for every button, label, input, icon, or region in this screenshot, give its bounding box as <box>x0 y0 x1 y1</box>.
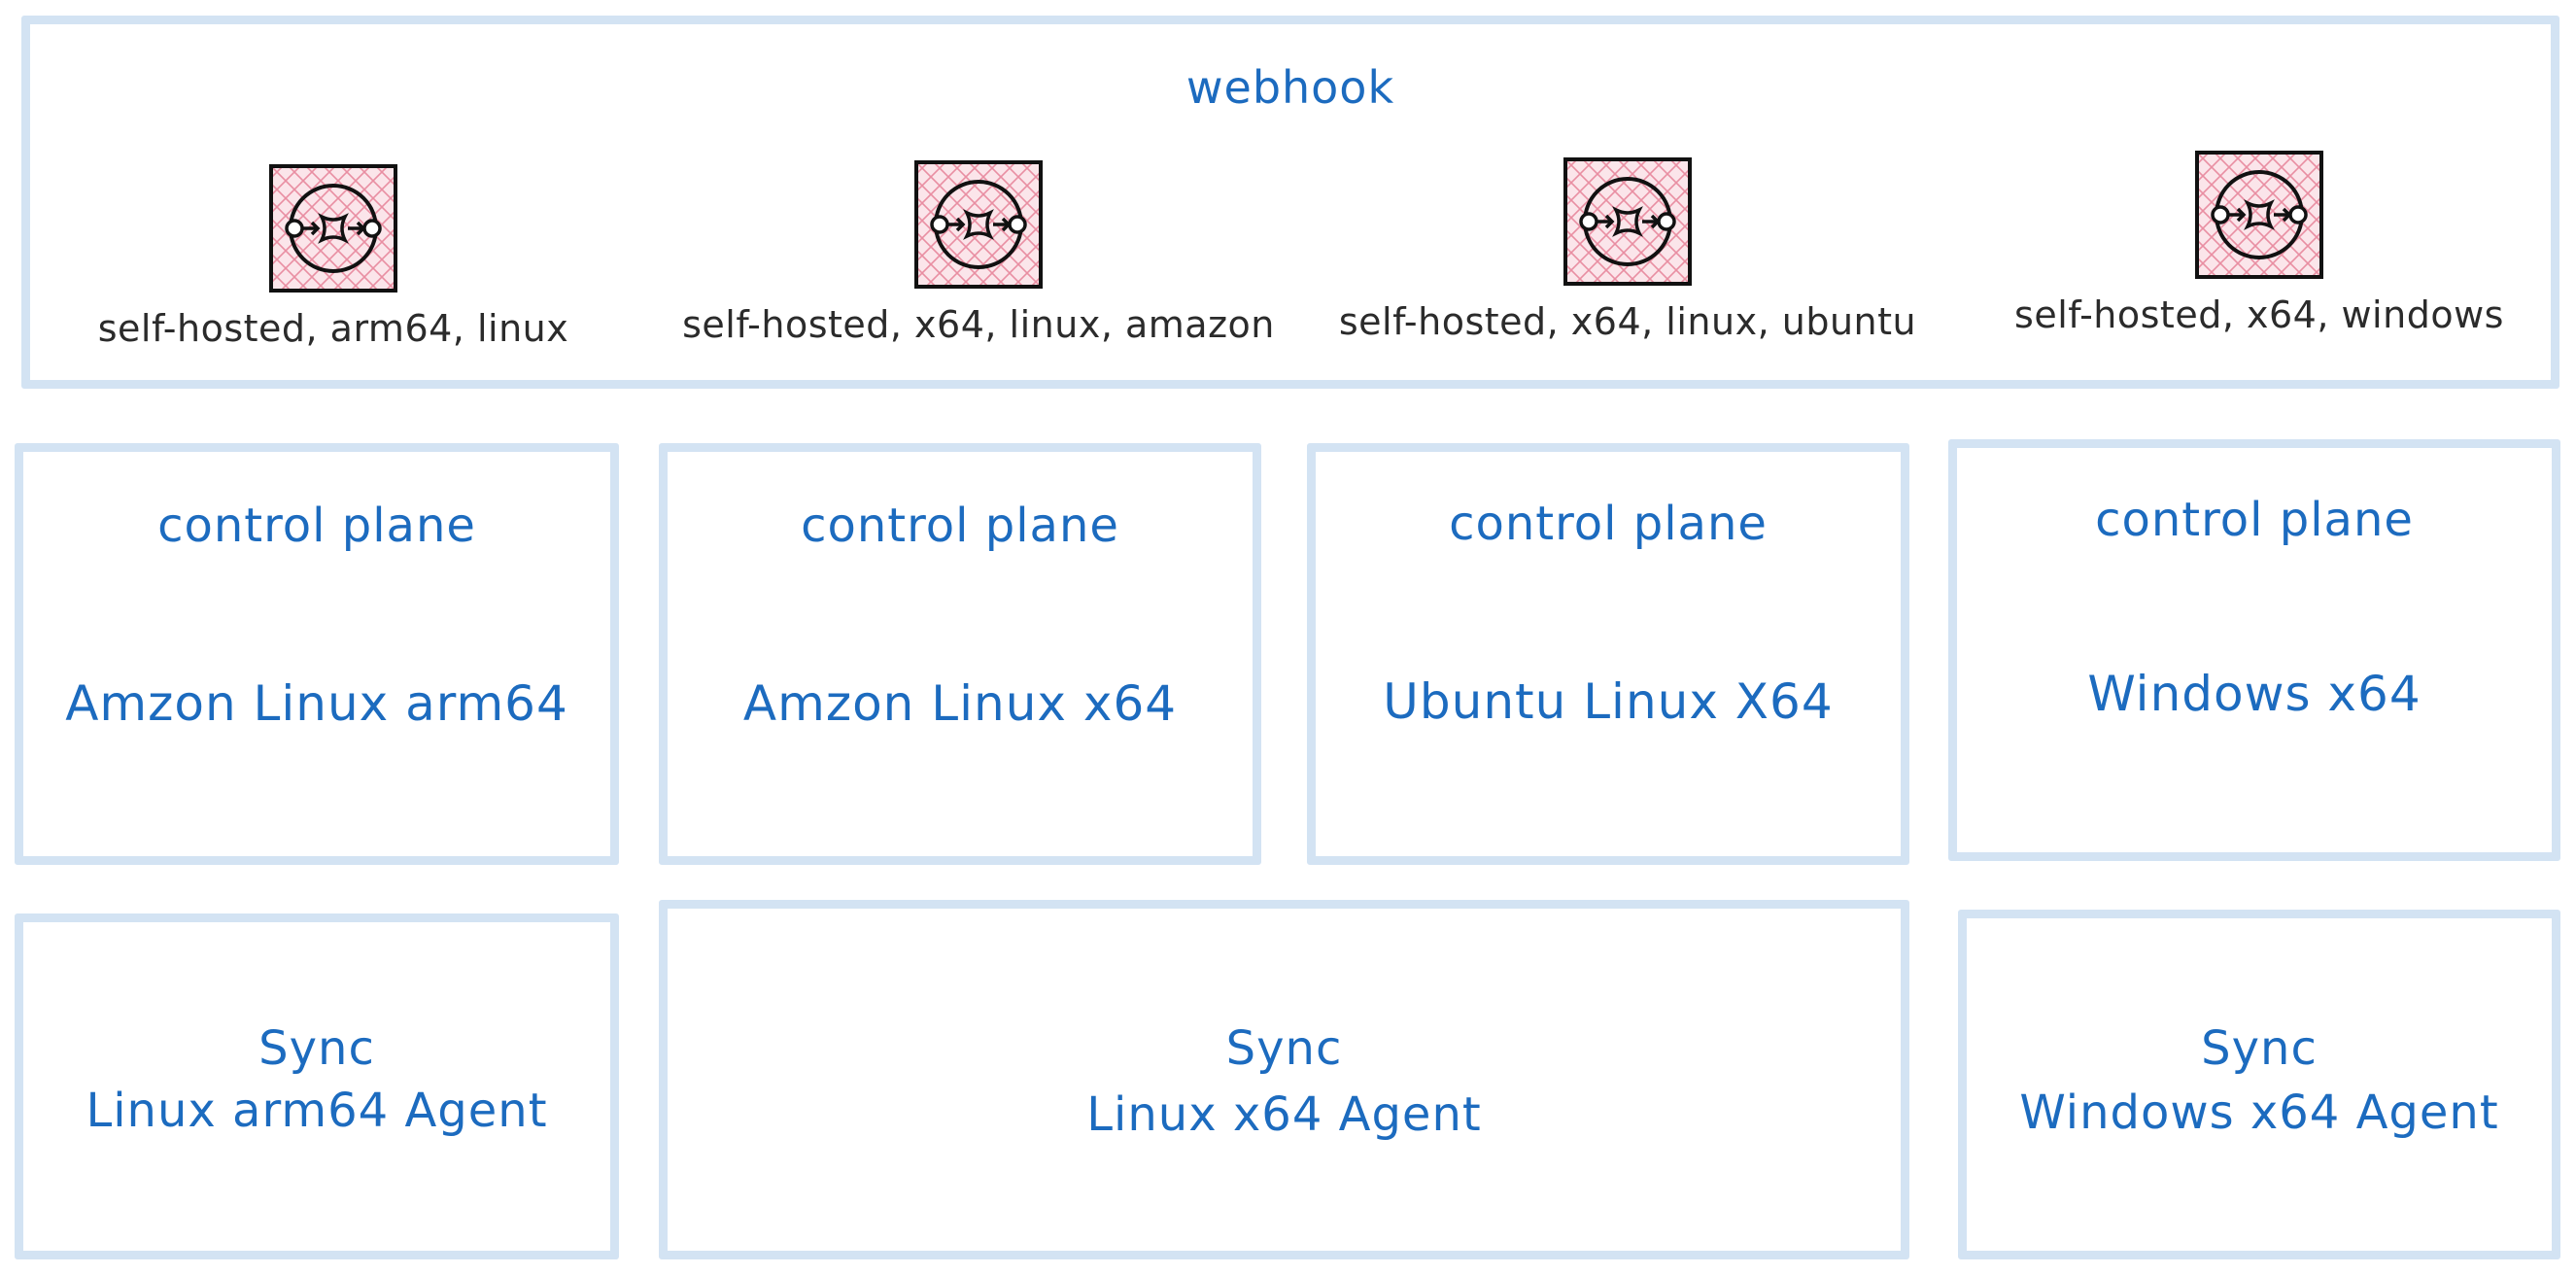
sync-title: Sync <box>258 1021 375 1076</box>
runner-x64-linux-amazon: self-hosted, x64, linux, amazon <box>638 159 1319 346</box>
control-plane-box-ubuntu-x64: control plane Ubuntu Linux X64 <box>1307 443 1909 865</box>
runner-arm64-linux: self-hosted, arm64, linux <box>0 163 673 350</box>
runner-label: self-hosted, x64, linux, amazon <box>682 303 1275 346</box>
runner-x64-windows: self-hosted, x64, windows <box>1919 150 2576 336</box>
runner-label: self-hosted, arm64, linux <box>97 307 569 350</box>
sync-title: Sync <box>1225 1021 1343 1076</box>
control-plane-title: control plane <box>1449 497 1768 551</box>
webhook-box: webhook <box>21 16 2559 389</box>
sync-agent-name: Linux x64 Agent <box>1086 1087 1482 1142</box>
sync-agent-box-linux-arm64: Sync Linux arm64 Agent <box>15 913 619 1259</box>
control-plane-title: control plane <box>2095 493 2414 547</box>
runner-label: self-hosted, x64, windows <box>2014 293 2504 336</box>
webhook-title: webhook <box>1185 61 1395 114</box>
sync-title: Sync <box>2201 1021 2318 1076</box>
runner-label: self-hosted, x64, linux, ubuntu <box>1338 300 1917 343</box>
workflow-node-icon <box>268 163 398 293</box>
control-plane-name: Amzon Linux arm64 <box>65 675 568 732</box>
control-plane-name: Windows x64 <box>2087 666 2421 722</box>
control-plane-title: control plane <box>157 499 476 553</box>
workflow-node-icon <box>2194 150 2324 280</box>
control-plane-box-amazon-arm64: control plane Amzon Linux arm64 <box>15 443 619 865</box>
control-plane-name: Amzon Linux x64 <box>742 675 1178 732</box>
sync-agent-name: Linux arm64 Agent <box>86 1084 548 1138</box>
sync-agent-box-windows-x64: Sync Windows x64 Agent <box>1958 910 2560 1259</box>
control-plane-title: control plane <box>801 499 1119 553</box>
workflow-node-icon <box>913 159 1044 290</box>
control-plane-name: Ubuntu Linux X64 <box>1383 673 1834 730</box>
sync-agent-box-linux-x64: Sync Linux x64 Agent <box>659 900 1909 1259</box>
control-plane-box-windows-x64: control plane Windows x64 <box>1948 439 2560 861</box>
sync-agent-name: Windows x64 Agent <box>2019 1085 2499 1140</box>
runner-x64-linux-ubuntu: self-hosted, x64, linux, ubuntu <box>1288 156 1968 343</box>
workflow-node-icon <box>1563 156 1693 287</box>
control-plane-box-amazon-x64: control plane Amzon Linux x64 <box>659 443 1261 865</box>
